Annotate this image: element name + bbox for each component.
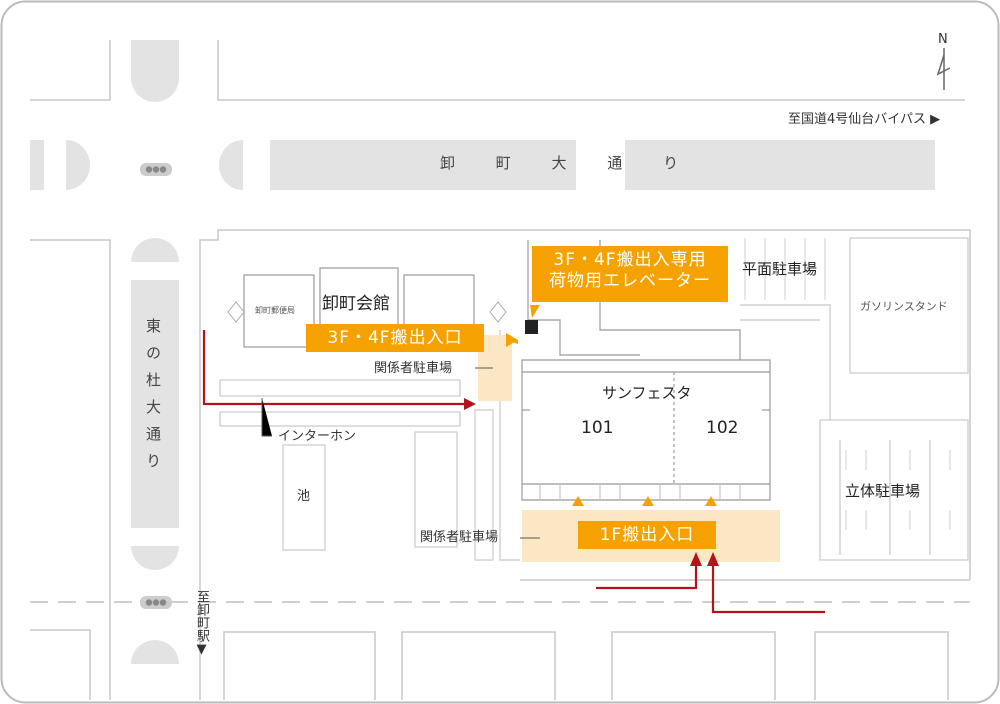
- road-band-main: [270, 140, 576, 190]
- entrance-3f4f-callout: 3F・4F搬出入口: [306, 324, 484, 352]
- entrance-1f-callout: 1F搬出入口: [578, 521, 716, 549]
- station-direction-label: 至卸町駅▼: [194, 590, 209, 657]
- route-arrows: [202, 330, 825, 614]
- room-101-label: 101: [581, 418, 614, 438]
- elevator-label-line2: 荷物用エレベーター: [549, 271, 711, 292]
- road-band-east: [625, 140, 935, 190]
- route-arrowheads: [464, 398, 719, 566]
- site-structures: [219, 237, 969, 561]
- medians: [30, 40, 243, 664]
- parking-stripes: [744, 238, 951, 530]
- staff-parking-top-label: 関係者駐車場: [374, 361, 453, 376]
- post-office-label: 卸町郵便局: [255, 306, 295, 315]
- staff-parking-bottom-label: 関係者駐車場: [420, 530, 499, 545]
- bypass-direction-label: 至国道4号仙台バイパス ▶: [788, 112, 941, 127]
- freight-elevator-callout: 3F・4F搬出入専用 荷物用エレベーター: [532, 246, 728, 302]
- north-arrow: [936, 48, 951, 90]
- elevator-label-line1: 3F・4F搬出入専用: [553, 250, 707, 270]
- freight-elevator-marker: [525, 320, 538, 334]
- flat-parking-label: 平面駐車場: [742, 260, 818, 278]
- road-name-vertical: 東の杜大通り: [144, 318, 162, 480]
- building-name-label: サンフェスタ: [602, 384, 692, 402]
- leader-lines: [261, 367, 540, 539]
- road-band-vertical: [131, 280, 179, 528]
- road-name-main: 卸 町 大 通 り: [440, 154, 697, 172]
- room-102-label: 102: [706, 418, 739, 438]
- road-outlines: [30, 40, 971, 700]
- intercom-label: インターホン: [278, 429, 357, 444]
- multi-parking-label: 立体駐車場: [845, 482, 921, 500]
- entrance-markers: [506, 305, 717, 506]
- north-label: N: [938, 32, 948, 47]
- gas-station-label: ガソリンスタンド: [860, 300, 948, 313]
- hall-label: 卸町会館: [322, 294, 390, 314]
- facade-ticks: [539, 484, 741, 500]
- pond-label: 池: [297, 489, 311, 504]
- traffic-light-bottom: [140, 596, 172, 609]
- post-office-symbol: [227, 301, 245, 323]
- traffic-light-top: [140, 163, 172, 176]
